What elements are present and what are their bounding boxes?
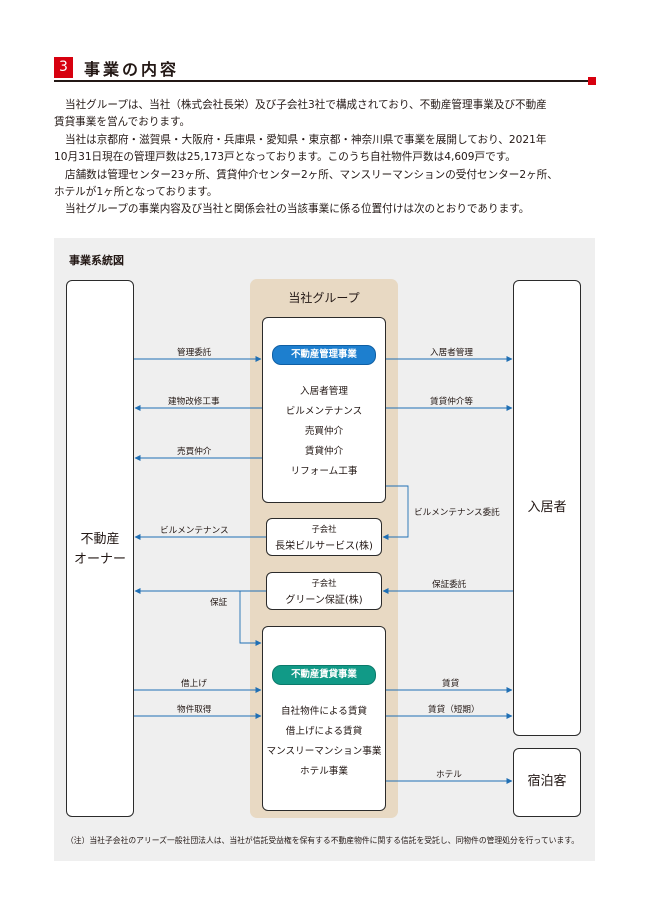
arrow-hosho-link — [239, 591, 262, 646]
intro-line: 当社は京都府・滋賀県・大阪府・兵庫県・愛知県・東京都・神奈川県で事業を展開してお… — [65, 133, 547, 146]
rental-item: 自社物件による賃貸 — [280, 706, 368, 717]
mgmt-item: 入居者管理 — [300, 386, 348, 397]
rental-business-label: 不動産賃貸事業 — [272, 665, 376, 685]
label-kanri-itaku: 管理委託 — [177, 348, 212, 358]
guest-box — [513, 748, 581, 817]
label-hotel: ホテル — [436, 770, 462, 780]
label-hosho-itaku: 保証委託 — [432, 580, 467, 590]
label-chintai-tanki: 賃貸（短期） — [428, 705, 480, 715]
label-baibai: 売買仲介 — [177, 447, 212, 457]
section-title: 事業の内容 — [84, 60, 180, 79]
section-number: 3 — [54, 57, 73, 78]
label-chintai-chukai: 賃貸仲介等 — [430, 397, 473, 407]
mgmt-item: リフォーム工事 — [290, 466, 358, 477]
label-shutoku: 物件取得 — [177, 705, 212, 715]
subsidiary-name: グリーン保証(株) — [285, 595, 363, 606]
group-title: 当社グループ — [288, 291, 360, 305]
label-bm-left: ビルメンテナンス — [160, 526, 229, 536]
intro-line: ホテルが1ヶ所となっております。 — [54, 186, 218, 199]
label-kariage: 借上げ — [181, 679, 207, 689]
rental-item: 借上げによる賃貸 — [285, 726, 363, 737]
subsidiary-label: 子会社 — [311, 578, 337, 588]
mgmt-item: 売買仲介 — [304, 426, 344, 437]
diagram-note: （注）当社子会社のアリーズ一般社団法人は、当社が信託受益権を保有する不動産物件に… — [66, 836, 580, 845]
resident-label: 入居者 — [527, 500, 567, 515]
label-kenbutsu: 建物改修工事 — [168, 397, 220, 407]
subsidiary-name: 長栄ビルサービス(株) — [275, 541, 373, 552]
intro-line: 賃貸事業を営んでおります。 — [54, 116, 191, 129]
mgmt-business-label: 不動産管理事業 — [272, 345, 376, 365]
section-rule — [54, 80, 590, 82]
label-chintai: 賃貸 — [442, 679, 460, 689]
subsidiary-label: 子会社 — [311, 524, 337, 534]
resident-box — [513, 280, 581, 736]
rental-item: マンスリーマンション事業 — [266, 746, 382, 757]
subsidiary-green-guarantee-box — [266, 572, 382, 610]
intro-line: 店舗数は管理センター23ヶ所、賃貸仲介センター2ヶ所、マンスリーマンションの受付… — [65, 168, 558, 181]
intro-text: 当社グループは、当社（株式会社長栄）及び子会社3社で構成されており、不動産管理事… — [54, 97, 599, 219]
rental-item: ホテル事業 — [300, 766, 348, 777]
intro-line: 当社グループは、当社（株式会社長栄）及び子会社3社で構成されており、不動産管理事… — [65, 99, 547, 111]
arrow-bm-itaku — [382, 485, 409, 540]
owner-label: 不動産 オーナー — [73, 532, 126, 567]
guest-label: 宿泊客 — [527, 774, 567, 789]
mgmt-item: 賃貸仲介 — [304, 446, 344, 457]
owner-box — [66, 280, 134, 817]
subsidiary-building-service-box — [266, 518, 382, 556]
section-rule-marker — [588, 77, 596, 85]
rental-business-box — [262, 626, 386, 811]
label-bm-itaku: ビルメンテナンス委託 — [414, 508, 500, 518]
label-hosho: 保証 — [210, 598, 228, 608]
diagram-title: 事業系統図 — [69, 254, 124, 267]
label-nyukyo-kanri: 入居者管理 — [430, 348, 473, 358]
intro-line: 当社グループの事業内容及び当社と関係会社の当該事業に係る位置付けは次のとおりであ… — [65, 203, 530, 216]
mgmt-item: ビルメンテナンス — [285, 406, 363, 417]
intro-line: 10月31日現在の管理戸数は25,173戸となっております。このうち自社物件戸数… — [54, 151, 516, 164]
